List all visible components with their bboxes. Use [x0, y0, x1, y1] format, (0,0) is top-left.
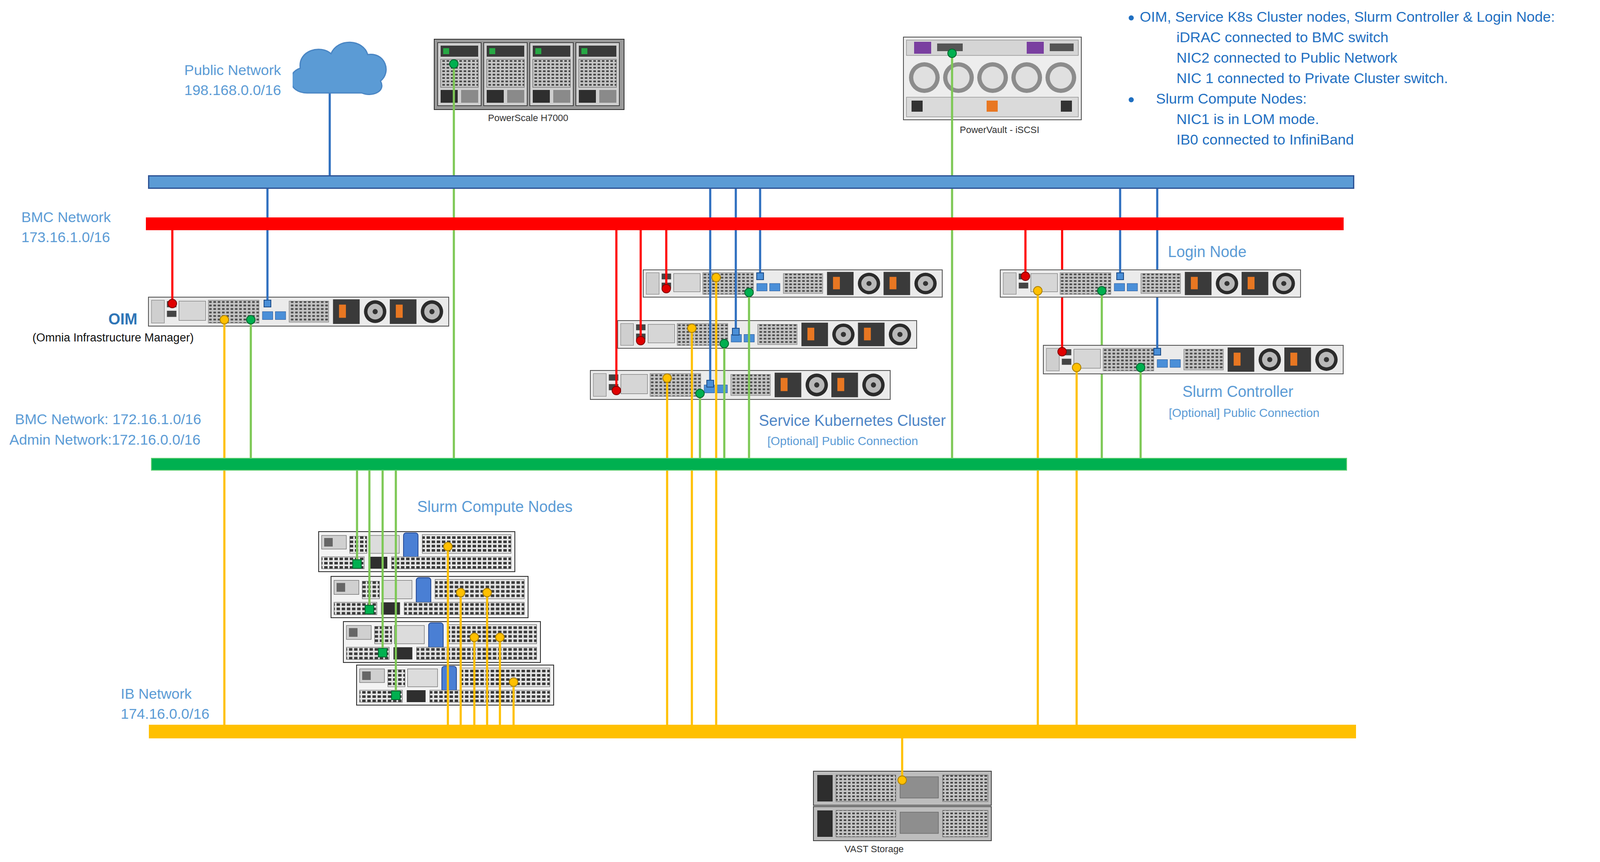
network-link: [1156, 188, 1159, 346]
note-text: Slurm Compute Nodes:: [1154, 88, 1309, 109]
network-link: [381, 470, 384, 532]
network-link: [901, 738, 904, 772]
network-link: [171, 230, 174, 297]
node-label: OIM: [106, 308, 140, 331]
node-label: Service Kubernetes Cluster: [757, 410, 948, 432]
network-link: [486, 705, 489, 726]
network-link: [615, 230, 618, 270]
network-link: [639, 230, 642, 270]
node-label: PowerVault - iSCSI: [958, 123, 1042, 137]
network-link: [666, 400, 669, 726]
network-link: [1036, 297, 1040, 726]
login-node-server: Login Node: [999, 269, 1301, 298]
network-link: [459, 705, 462, 726]
network-link: [715, 400, 718, 726]
server-illustrations: [148, 37, 1344, 842]
note-text: iDRAC connected to BMC switch: [1174, 27, 1391, 48]
node-label: BMC Network: 172.16.1.0/16: [13, 409, 204, 430]
network-link: [249, 326, 253, 459]
internal-wires: [172, 53, 1158, 781]
powerscale-storage: PowerScale H7000: [433, 38, 625, 111]
network-link: [266, 188, 269, 297]
public-network-band: Public Network 198.168.0.0/16: [148, 175, 1355, 189]
network-link: [951, 120, 954, 459]
network-link: [499, 705, 502, 726]
network-link: [473, 705, 476, 726]
node-label: Admin Network:172.16.0.0/16: [7, 429, 203, 451]
node-label: VAST Storage: [842, 843, 906, 857]
note-text: OIM, Service K8s Cluster nodes, Slurm Co…: [1138, 6, 1557, 27]
admin-network-band: BMC Network: 172.16.1.0/16Admin Network:…: [150, 458, 1348, 471]
note-bullets: [1128, 15, 1134, 103]
powervault-storage: PowerVault - iSCSI: [903, 36, 1082, 121]
bmc-network-band: BMC Network 173.16.1.0/16: [145, 217, 1344, 231]
node-label: (Omnia Infrastructure Manager): [30, 330, 196, 346]
port-dots: [168, 49, 1161, 785]
node-label: Slurm Compute Nodes: [415, 496, 575, 518]
oim-server: OIM(Omnia Infrastructure Manager): [148, 296, 450, 327]
network-link: [1139, 374, 1142, 459]
network-link: [447, 705, 450, 726]
network-link: [1075, 374, 1078, 726]
ib-network-band: IB Network 174.16.0.0/16: [148, 725, 1357, 739]
k8s-cluster-group: Service Kubernetes Cluster[Optional] Pub…: [589, 269, 943, 401]
network-link: [1024, 230, 1027, 270]
network-link: [223, 326, 226, 726]
network-link: [394, 470, 398, 532]
network-link: [512, 705, 515, 726]
node-label: Login Node: [1166, 241, 1249, 263]
note-text: IB0 connected to InfiniBand: [1174, 129, 1356, 150]
network-link: [1100, 297, 1104, 459]
node-label: IB Network 174.16.0.0/16: [119, 684, 223, 725]
note-text: NIC 1 connected to Private Cluster switc…: [1174, 68, 1450, 89]
node-label: Public Network 198.168.0.0/16: [182, 60, 293, 101]
network-link: [723, 400, 726, 459]
note-text: NIC2 connected to Public Network: [1174, 47, 1400, 68]
node-label: Slurm Controller: [1180, 381, 1296, 403]
cloud-illustration: [290, 42, 387, 176]
network-link: [699, 400, 702, 459]
note-text: NIC1 is in LOM mode.: [1174, 109, 1321, 130]
slurm-controller-server: Slurm Controller[Optional] Public Connec…: [1042, 345, 1344, 375]
slurm-compute-group: Slurm Compute Nodes: [318, 531, 555, 706]
network-link: [356, 470, 359, 532]
network-link: [691, 400, 694, 726]
network-link: [748, 400, 751, 459]
network-link: [665, 230, 668, 270]
network-link: [368, 470, 371, 532]
node-label: [Optional] Public Connection: [1167, 405, 1322, 422]
node-label: [Optional] Public Connection: [765, 433, 920, 451]
node-label: BMC Network 173.16.1.0/16: [19, 207, 124, 248]
node-label: PowerScale H7000: [486, 111, 570, 125]
network-link: [452, 110, 456, 459]
vast-storage: VAST Storage: [813, 771, 992, 842]
